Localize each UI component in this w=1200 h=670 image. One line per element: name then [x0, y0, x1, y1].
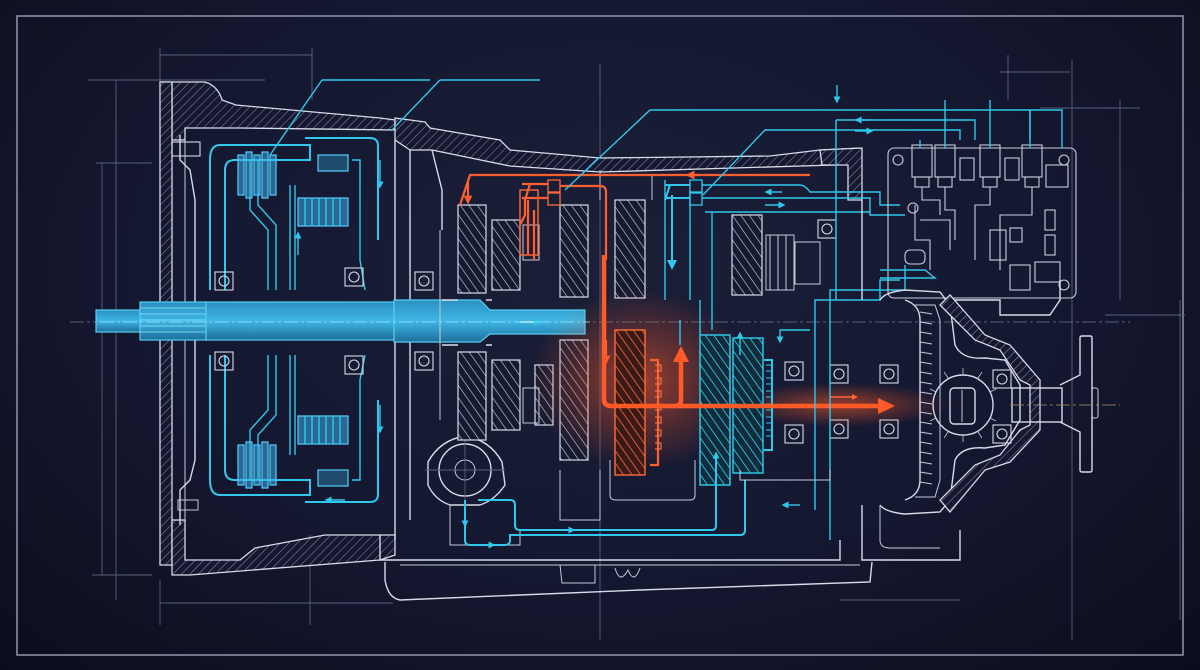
- hydraulic-control-lines: [564, 85, 1031, 540]
- input-shaft[interactable]: [95, 299, 590, 343]
- drawing-frame: [16, 15, 1184, 656]
- transmission-case: [379, 117, 863, 561]
- output-flange: [1010, 335, 1120, 473]
- oil-pan: [384, 561, 873, 601]
- control-module-pcb: [880, 100, 1077, 299]
- shift-solenoids: [519, 179, 703, 226]
- oil-pump: [425, 432, 521, 546]
- power-flow-path: [458, 170, 895, 414]
- case-rear-details: [559, 200, 961, 561]
- clutch-packs: [209, 79, 540, 504]
- differential: [879, 280, 1061, 515]
- main-gearset: [439, 170, 821, 461]
- lubrication-line: [461, 451, 746, 549]
- active-gear-pair: [519, 189, 662, 476]
